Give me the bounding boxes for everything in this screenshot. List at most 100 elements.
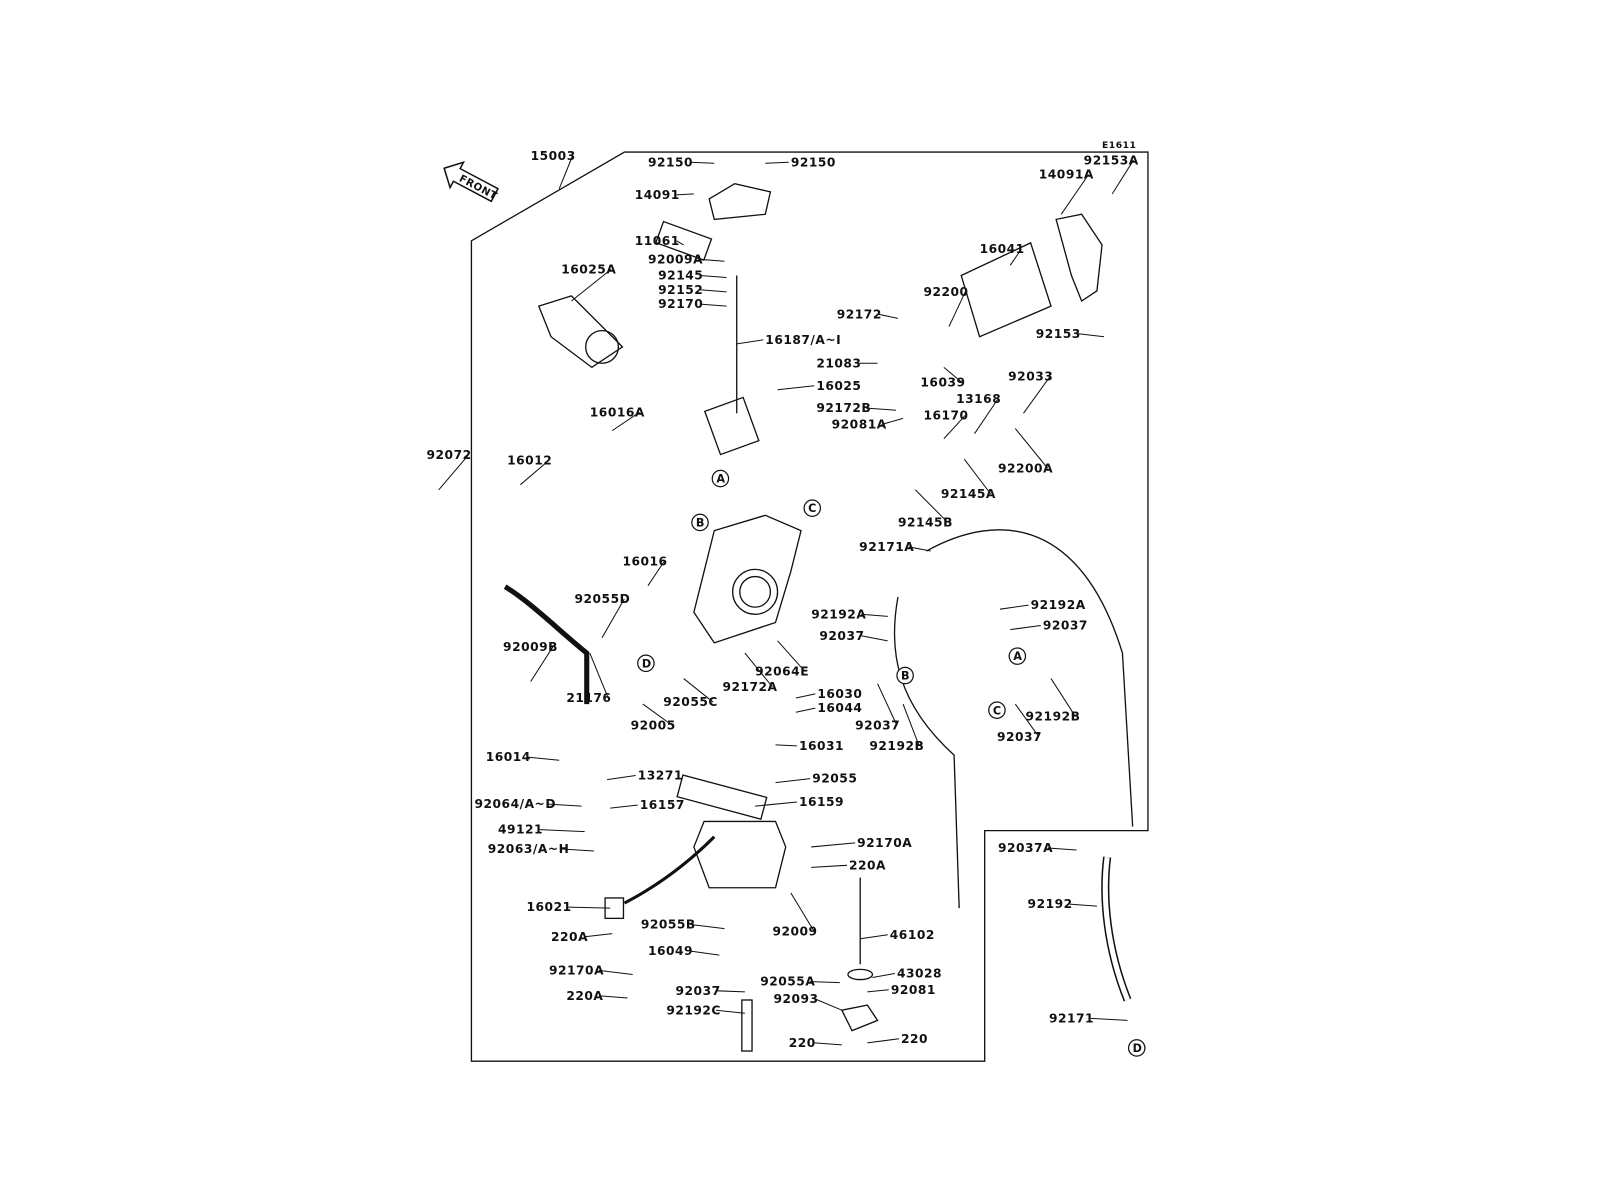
leader-line: [872, 972, 895, 979]
leader-line: [755, 801, 797, 807]
part-label: 16044: [817, 701, 862, 715]
svg-text:A: A: [716, 473, 725, 486]
leader-line: [877, 683, 898, 726]
leader-line: [689, 950, 720, 956]
leader-line: [866, 407, 896, 411]
part-label: 92037: [676, 984, 721, 998]
part-label: 92005: [631, 719, 676, 733]
part-label: 21083: [816, 356, 861, 370]
part-label: 92009A: [648, 252, 703, 266]
part-label: 92145A: [941, 487, 996, 501]
svg-text:C: C: [993, 704, 1001, 717]
part-label: 16049: [648, 944, 693, 958]
part-label: 92153: [1036, 327, 1081, 341]
svg-text:B: B: [901, 670, 910, 683]
part-label: 92153A: [1084, 153, 1139, 167]
leader-line: [1111, 159, 1134, 195]
part-label: 16025: [816, 379, 861, 393]
leader-line: [1014, 703, 1040, 738]
carburetor-bore-inner: [739, 575, 772, 608]
hose-92192-inner: [1102, 856, 1130, 1001]
part-label: 16159: [799, 795, 844, 809]
leader-line: [689, 161, 715, 164]
part-label: 46102: [890, 928, 935, 942]
part-label: 21176: [566, 691, 611, 705]
leader-line: [999, 604, 1029, 610]
reference-marker: B: [691, 513, 709, 532]
leader-line: [601, 598, 625, 639]
leader-line: [558, 155, 573, 189]
leader-line: [716, 1009, 745, 1014]
leader-line: [539, 829, 585, 833]
part-label: 92152: [658, 283, 703, 297]
part-label: 92200A: [998, 461, 1053, 475]
part-label: 92150: [791, 155, 836, 169]
leader-line: [914, 489, 949, 523]
leader-line: [860, 934, 888, 940]
leader-line: [943, 366, 963, 384]
part-label: 92192B: [869, 739, 924, 753]
leader-line: [1077, 333, 1105, 338]
part-label: 16016: [622, 554, 667, 568]
leader-line: [948, 291, 966, 327]
part-label: 92172B: [816, 401, 871, 415]
part-label: 220A: [566, 989, 603, 1003]
leader-line: [744, 652, 773, 688]
part-label: 16031: [799, 739, 844, 753]
o-ring: [585, 329, 620, 364]
leader-line: [775, 778, 811, 784]
leader-line: [642, 703, 673, 726]
vent-hose: [926, 529, 1134, 827]
part-label: 14091: [635, 188, 680, 202]
reference-marker: C: [803, 499, 822, 517]
part-label: 92192A: [811, 607, 866, 621]
part-label: 16021: [527, 900, 572, 914]
leader-line: [860, 613, 888, 617]
part-label: 92064E: [755, 665, 809, 679]
leader-line: [598, 969, 633, 975]
leader-line: [676, 193, 694, 196]
svg-text:D: D: [1133, 1042, 1142, 1055]
leader-line: [809, 981, 840, 984]
leader-line: [600, 995, 628, 999]
part-label: 220A: [551, 930, 588, 944]
front-arrow-icon: FRONT: [443, 161, 500, 203]
diagram-code: E1611: [1102, 140, 1136, 151]
part-label: 92170A: [857, 836, 912, 850]
leader-line: [775, 744, 797, 747]
leader-line: [811, 864, 847, 868]
reference-marker: A: [711, 469, 730, 488]
part-label: 16170: [923, 408, 968, 422]
part-label: 49121: [498, 823, 543, 837]
part-label: 92033: [1008, 370, 1053, 384]
part-label: 16187/A~I: [765, 333, 841, 347]
part-label: 92037: [819, 629, 864, 643]
svg-text:B: B: [696, 517, 705, 530]
leader-line: [520, 459, 550, 486]
part-label: 16157: [640, 798, 685, 812]
part-label: 11061: [635, 234, 680, 248]
leader-line: [736, 339, 764, 345]
part-label: 43028: [897, 967, 942, 981]
part-label: 92192: [1028, 897, 1073, 911]
diaphragm: [847, 968, 874, 981]
leader-line: [690, 923, 725, 930]
leader-line: [943, 414, 966, 440]
leader-line: [699, 275, 727, 279]
leader-line: [867, 1038, 900, 1044]
part-label: 92037A: [998, 841, 1053, 855]
leader-line: [571, 268, 612, 302]
part-label: 92037: [1043, 619, 1088, 633]
part-label: 15003: [531, 149, 576, 163]
part-label: 92172: [837, 307, 882, 321]
top-cover: [708, 182, 772, 221]
part-label: 92093: [773, 992, 818, 1006]
part-label: 92037: [997, 730, 1042, 744]
part-label: 16041: [980, 242, 1025, 256]
part-label: 92081A: [832, 418, 887, 432]
part-label: 92081: [891, 983, 936, 997]
part-label: 13271: [638, 769, 683, 783]
pump-cover: [840, 1004, 879, 1032]
